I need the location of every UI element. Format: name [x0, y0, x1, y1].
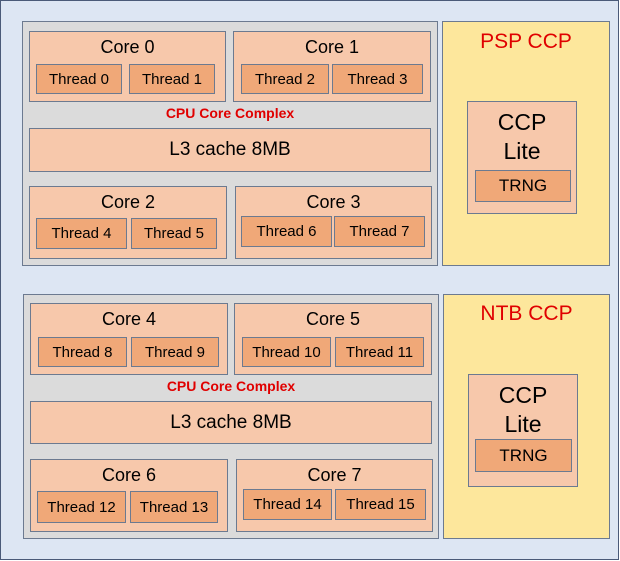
core-6: Core 6 Thread 12 Thread 13 — [30, 459, 228, 532]
l3-cache: L3 cache 8MB — [30, 401, 432, 444]
core-3: Core 3 Thread 6 Thread 7 — [235, 186, 432, 259]
thread-4: Thread 4 — [36, 218, 127, 249]
thread-10: Thread 10 — [242, 337, 331, 367]
core-complex-0: Core 0 Thread 0 Thread 1 Core 1 Thread 2… — [22, 21, 438, 266]
ccp-lite-title: CCP Lite — [469, 381, 577, 439]
ccp-psp: PSP CCP CCP Lite TRNG — [442, 21, 610, 266]
core-complex-label: CPU Core Complex — [166, 378, 296, 394]
thread-3: Thread 3 — [332, 64, 423, 94]
ccp-lite: CCP Lite TRNG — [468, 374, 578, 487]
core-title: Core 3 — [306, 192, 361, 212]
ccp-lite-line1: CCP — [498, 382, 548, 408]
core-complex-1: Core 4 Thread 8 Thread 9 Core 5 Thread 1… — [23, 294, 439, 539]
thread-7: Thread 7 — [334, 216, 425, 247]
ccp-lite-line1: CCP — [497, 109, 547, 135]
core-5: Core 5 Thread 10 Thread 11 — [234, 303, 432, 375]
core-1: Core 1 Thread 2 Thread 3 — [233, 31, 431, 102]
thread-0: Thread 0 — [36, 64, 122, 94]
core-title: Core 7 — [307, 465, 362, 485]
thread-8: Thread 8 — [38, 337, 127, 367]
core-title: Core 0 — [100, 37, 155, 57]
ccp-title: PSP CCP — [480, 30, 572, 53]
thread-2: Thread 2 — [241, 64, 329, 94]
core-4: Core 4 Thread 8 Thread 9 — [30, 303, 228, 375]
ccp-lite-line2: Lite — [503, 138, 541, 164]
thread-13: Thread 13 — [130, 491, 218, 523]
core-title: Core 5 — [305, 309, 361, 329]
core-7: Core 7 Thread 14 Thread 15 — [236, 459, 433, 532]
trng: TRNG — [475, 439, 572, 472]
thread-11: Thread 11 — [335, 337, 424, 367]
thread-9: Thread 9 — [131, 337, 219, 367]
ccp-lite: CCP Lite TRNG — [467, 101, 577, 214]
thread-15: Thread 15 — [335, 489, 426, 520]
thread-1: Thread 1 — [129, 64, 215, 94]
ccp-title: NTB CCP — [480, 302, 573, 325]
l3-cache: L3 cache 8MB — [29, 128, 431, 172]
ccp-ntb: NTB CCP CCP Lite TRNG — [443, 294, 610, 539]
thread-6: Thread 6 — [241, 216, 332, 247]
ccp-lite-line2: Lite — [504, 411, 542, 437]
core-title: Core 6 — [101, 465, 157, 485]
trng: TRNG — [475, 170, 571, 202]
thread-12: Thread 12 — [37, 491, 126, 523]
core-complex-label: CPU Core Complex — [165, 105, 295, 121]
core-0: Core 0 Thread 0 Thread 1 — [29, 31, 226, 102]
core-title: Core 1 — [304, 37, 360, 57]
ccp-lite-title: CCP Lite — [468, 108, 576, 166]
thread-14: Thread 14 — [243, 489, 332, 520]
core-title: Core 4 — [101, 309, 157, 329]
thread-5: Thread 5 — [131, 218, 217, 249]
core-title: Core 2 — [100, 192, 156, 212]
core-2: Core 2 Thread 4 Thread 5 — [29, 186, 227, 259]
